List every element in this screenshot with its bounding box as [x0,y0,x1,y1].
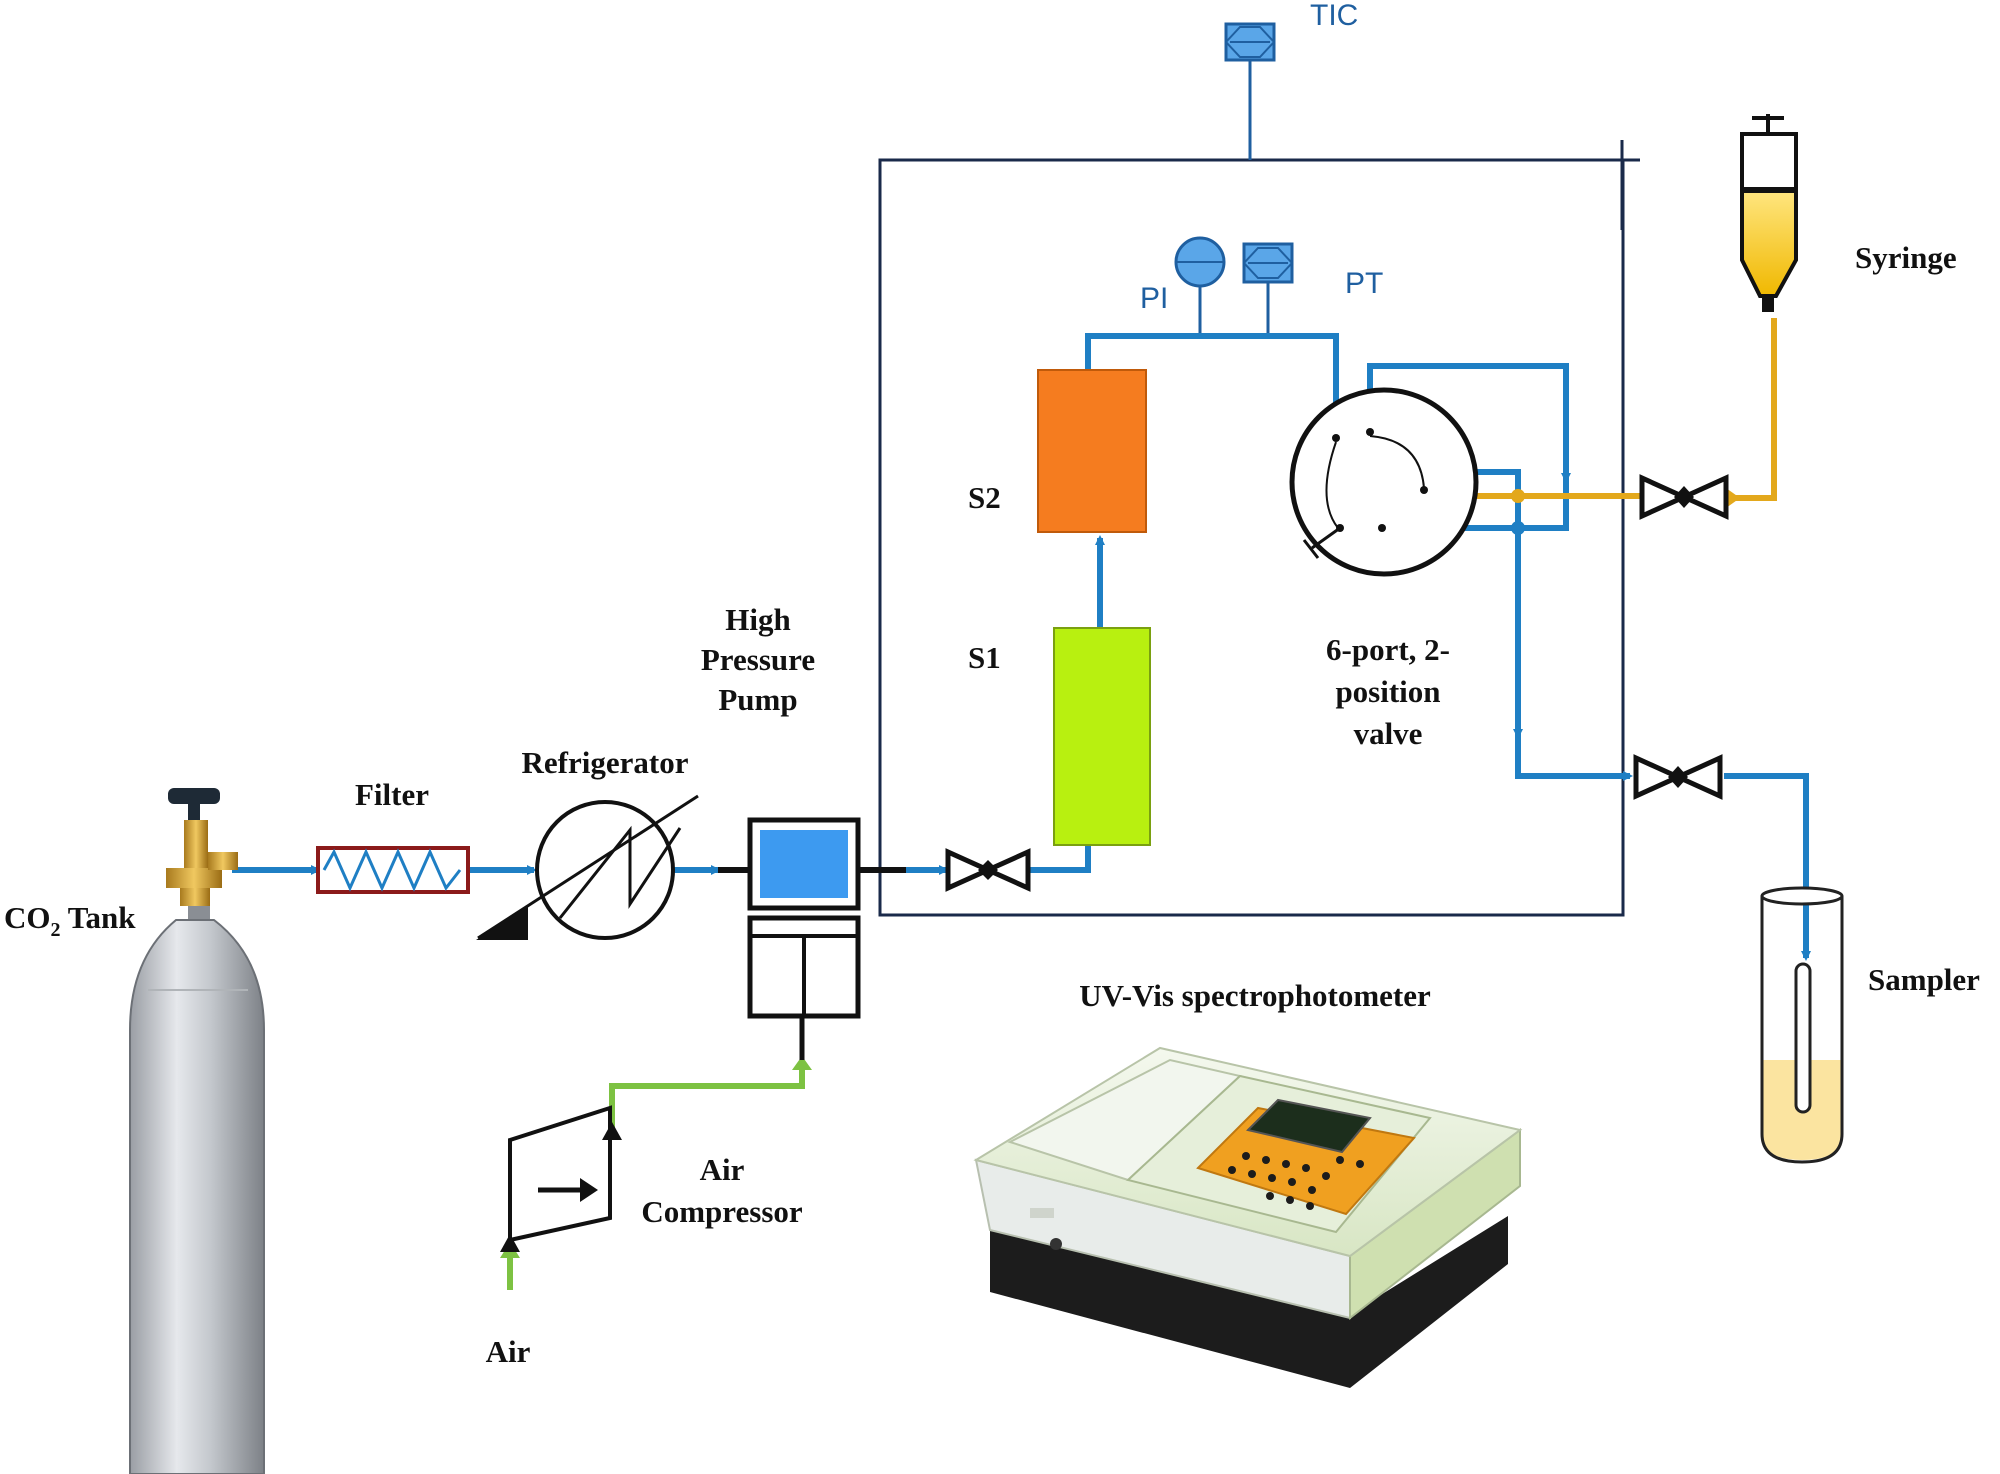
pi-label: PI [1140,282,1168,315]
vessel-s1 [1053,627,1151,846]
filter-icon [316,846,470,894]
s1-label: S1 [968,640,1001,675]
pump-label-line3: Pump [718,682,797,717]
co2-tank-label: CO2 Tank [4,900,136,941]
heat-exchanger-icon [476,794,699,940]
test-tube-icon [1760,886,1844,1164]
syringe-label: Syringe [1855,240,1957,275]
tic-instrument: TIC [1224,0,1358,160]
six-port-valve [1289,387,1479,577]
valve-icon [945,848,1031,892]
pressure-indicator: PI [1140,236,1226,333]
filter-label: Filter [355,777,429,812]
compressor-icon [500,1105,622,1252]
tic-label: TIC [1310,0,1358,32]
sampler-valve-icon [1633,754,1723,800]
pt-label: PT [1345,267,1383,300]
compressor-label-line2: Compressor [641,1194,803,1229]
co2-tank-label-rest: Tank [61,900,137,935]
compressor-label-line1: Air [700,1152,745,1187]
syringe-valve-icon [1639,474,1729,520]
pressure-transmitter: PT [1242,242,1383,333]
spectrophotometer-icon [973,1046,1523,1388]
sampler-label: Sampler [1868,962,1980,997]
gas-cylinder-icon [129,788,265,1474]
high-pressure-pump [747,817,861,1060]
air-label: Air [486,1334,531,1369]
refrigerator-label: Refrigerator [522,745,689,780]
valve-label-line2: position [1335,674,1440,709]
co2-tank-label-main: CO [4,900,51,935]
pump-label-line1: High [725,602,790,637]
syringe-icon [1740,114,1798,312]
s2-label: S2 [968,480,1001,515]
uvvis-label: UV-Vis spectrophotometer [1079,978,1431,1013]
pump-label-line2: Pressure [701,642,815,677]
vessel-s2 [1037,369,1147,533]
valve-label-line1: 6-port, 2- [1326,632,1450,667]
valve-label-line3: valve [1354,716,1423,751]
co2-tank-label-sub: 2 [51,919,61,941]
